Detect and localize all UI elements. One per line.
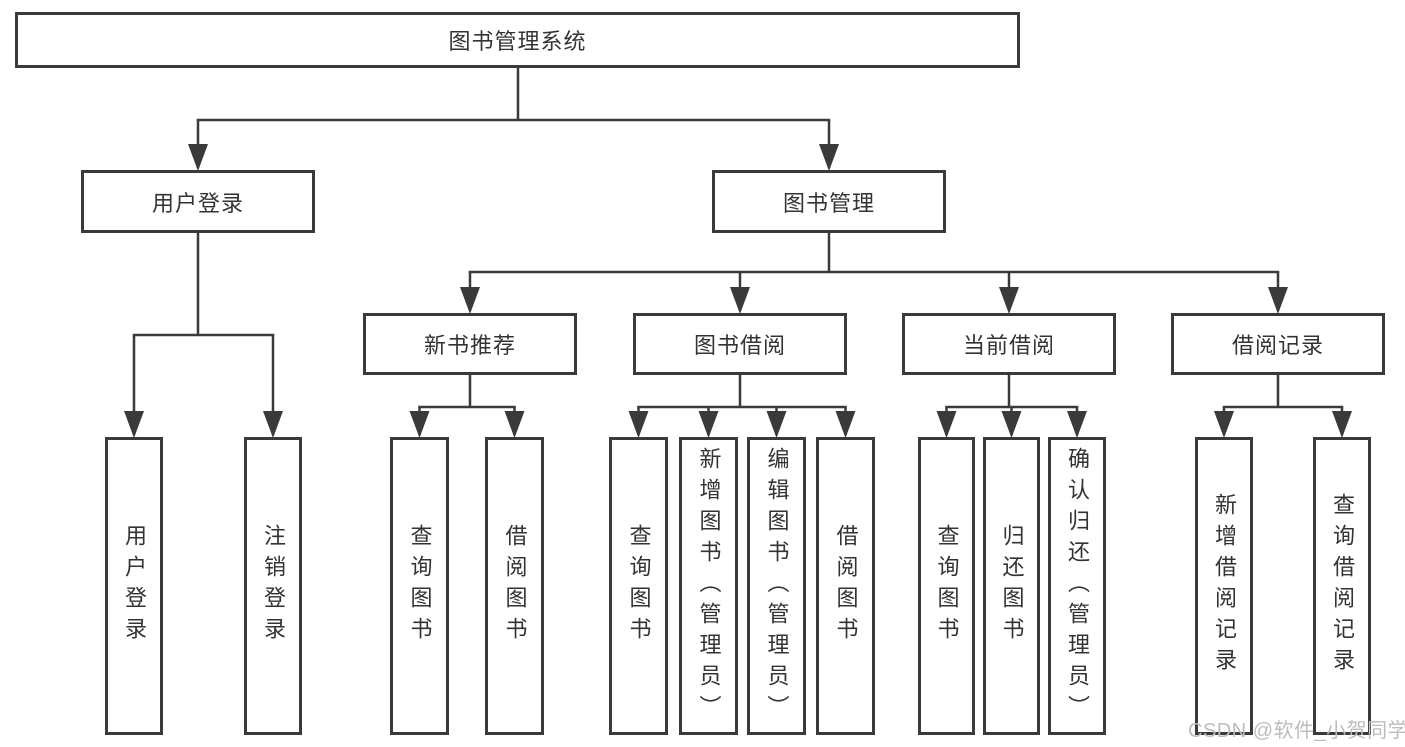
connector-current-borrow-to-leaves [936,375,1087,438]
leaf-label: 确认归还（管理员） [1065,446,1090,726]
node-book-management: 图书管理 [712,170,946,233]
leaf-edit-book-admin: 编辑图书（管理员） [747,437,806,735]
node-label: 图书借阅 [693,333,786,358]
node-label: 新书推荐 [423,333,516,358]
leaf-label: 查询图书 [407,524,433,648]
node-book-borrow: 图书借阅 [633,313,847,375]
leaf-borrow-book: 借阅图书 [816,437,875,735]
arrow-down-icon [1067,411,1087,438]
connector-book-borrow-to-leaves [628,375,856,438]
leaf-query-book-recommend: 查询图书 [390,437,449,735]
leaf-add-borrow-record: 新增借阅记录 [1195,437,1253,735]
connector-book-mgmt-to-level3 [460,233,1288,314]
arrow-down-icon [766,411,787,438]
connector-new-book-to-leaves [409,375,525,438]
arrow-down-icon [504,411,525,438]
leaf-label: 借阅图书 [502,524,528,648]
leaf-label: 用户登录 [122,524,147,648]
node-label: 用户登录 [151,190,244,216]
node-label: 图书管理 [782,190,875,216]
leaf-user-login: 用户登录 [105,437,163,735]
leaf-label: 归还图书 [999,524,1025,648]
leaf-query-borrow-record: 查询借阅记录 [1313,437,1371,735]
node-label: 借阅记录 [1231,333,1324,358]
arrow-down-icon [936,411,957,438]
arrow-down-icon [819,144,839,171]
leaf-logout: 注销登录 [244,437,302,735]
connector-borrow-record-to-leaves [1214,375,1352,438]
leaf-label: 编辑图书（管理员） [764,446,790,726]
leaf-label: 查询借阅记录 [1330,493,1355,679]
arrow-down-icon [698,411,719,438]
arrow-down-icon [124,411,144,438]
arrow-down-icon [1332,411,1352,438]
leaf-add-book-admin: 新增图书（管理员） [679,437,738,735]
leaf-label: 注销登录 [261,524,286,648]
arrow-down-icon [188,144,208,171]
leaf-return-book: 归还图书 [983,437,1040,735]
leaf-query-book: 查询图书 [609,437,668,735]
leaf-borrow-book-recommend: 借阅图书 [485,437,544,735]
leaf-query-current-borrow: 查询图书 [918,437,975,735]
arrow-down-icon [730,287,750,314]
leaf-label: 查询图书 [626,524,652,648]
leaf-confirm-return-admin: 确认归还（管理员） [1048,437,1106,735]
node-borrow-record: 借阅记录 [1171,313,1385,375]
arrow-down-icon [1268,287,1288,314]
arrow-down-icon [1001,411,1022,438]
arrow-down-icon [628,411,649,438]
arrow-down-icon [460,287,480,314]
arrow-down-icon [1214,411,1234,438]
arrow-down-icon [263,411,283,438]
connector-root-to-level2 [188,68,839,171]
arrow-down-icon [999,287,1019,314]
csdn-watermark: CSDN @软件_小贺同学 [1188,720,1405,742]
leaf-label: 查询图书 [934,524,960,648]
node-new-book-recommend: 新书推荐 [363,313,577,375]
node-label: 图书管理系统 [448,29,587,54]
node-library-management-system: 图书管理系统 [15,12,1020,68]
arrow-down-icon [409,411,430,438]
node-user-login: 用户登录 [81,170,315,233]
node-current-borrow: 当前借阅 [902,313,1116,375]
connector-user-login-to-leaves [124,233,283,438]
node-label: 当前借阅 [962,333,1055,358]
leaf-label: 借阅图书 [833,524,859,648]
leaf-label: 新增借阅记录 [1212,493,1237,679]
leaf-label: 新增图书（管理员） [696,446,722,726]
arrow-down-icon [835,411,856,438]
